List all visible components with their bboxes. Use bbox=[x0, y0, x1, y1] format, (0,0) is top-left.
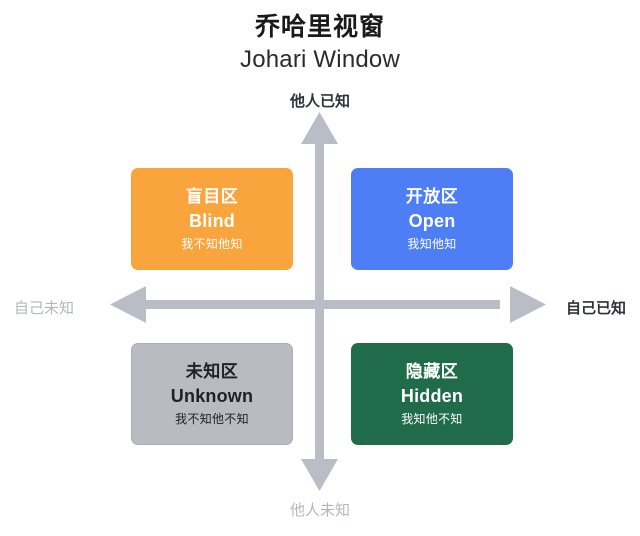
quadrant-unknown[interactable]: 未知区 Unknown 我不知他不知 bbox=[131, 343, 293, 445]
quadrant-hidden-title-en: Hidden bbox=[400, 385, 464, 406]
page-title: 乔哈里视窗 Johari Window bbox=[0, 10, 640, 76]
quadrant-blind-title-en: Blind bbox=[189, 210, 235, 231]
axis-label-left: 自己未知 bbox=[14, 300, 75, 317]
quadrant-unknown-title-en: Unknown bbox=[170, 385, 254, 406]
quadrant-blind-subtitle: 我不知他知 bbox=[181, 236, 243, 251]
quadrant-open[interactable]: 开放区 Open 我知他知 bbox=[351, 168, 513, 270]
quadrant-unknown-subtitle: 我不知他不知 bbox=[175, 411, 249, 426]
quadrant-hidden-title-cn: 隐藏区 bbox=[405, 361, 459, 381]
quadrant-open-title-cn: 开放区 bbox=[405, 186, 459, 206]
quadrant-hidden-subtitle: 我知他不知 bbox=[401, 411, 463, 426]
title-english: Johari Window bbox=[240, 46, 400, 73]
quadrant-blind-title-cn: 盲目区 bbox=[185, 186, 239, 206]
axis-arrow-right-icon bbox=[510, 286, 546, 323]
quadrant-blind[interactable]: 盲目区 Blind 我不知他知 bbox=[131, 168, 293, 270]
axis-label-top: 他人已知 bbox=[289, 93, 350, 110]
quadrant-unknown-title-cn: 未知区 bbox=[185, 361, 239, 381]
axis-arrow-left-icon bbox=[110, 286, 146, 323]
axis-label-right: 自己已知 bbox=[566, 300, 627, 317]
axis-arrow-down-icon bbox=[301, 459, 338, 491]
horizontal-axis-shaft bbox=[140, 300, 500, 309]
quadrant-hidden[interactable]: 隐藏区 Hidden 我知他不知 bbox=[351, 343, 513, 445]
quadrant-open-title-en: Open bbox=[408, 210, 456, 231]
title-chinese: 乔哈里视窗 bbox=[254, 13, 385, 41]
quadrant-open-subtitle: 我知他知 bbox=[407, 236, 457, 251]
vertical-axis-shaft bbox=[315, 135, 324, 465]
axis-arrow-up-icon bbox=[301, 112, 338, 144]
axis-label-bottom: 他人未知 bbox=[289, 502, 350, 519]
